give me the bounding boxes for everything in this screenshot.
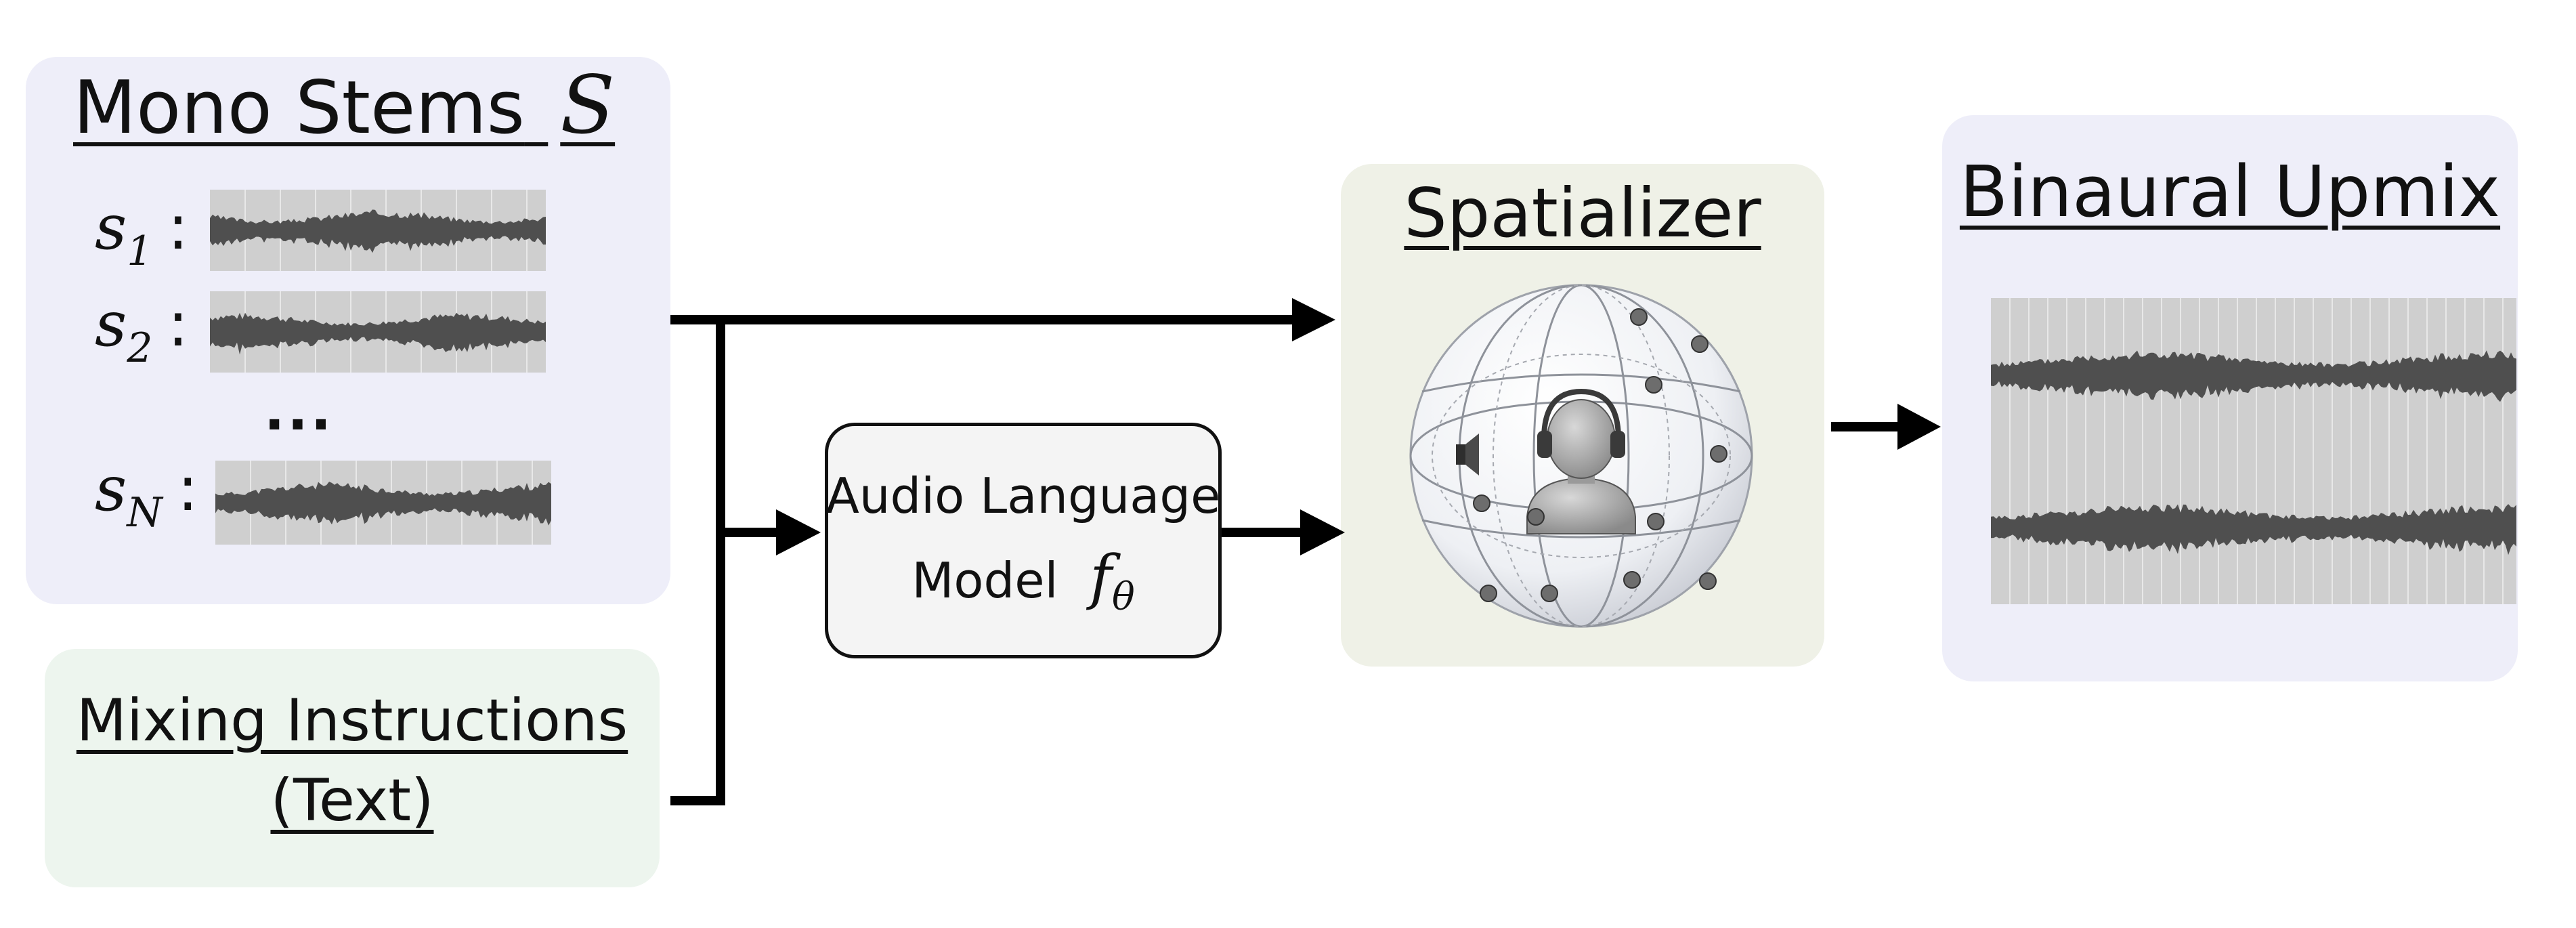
arrowhead-spatializer-bottom — [1300, 509, 1345, 555]
binaural-upmix-title: Binaural Upmix — [1959, 150, 2501, 233]
spatial-sphere — [1409, 284, 1753, 628]
stem-waveform-1 — [210, 190, 546, 271]
model-symbol: fθ — [1090, 542, 1134, 619]
stem-colon: : — [167, 288, 189, 360]
stem-var: s — [95, 288, 127, 360]
spatializer-title: Spatializer — [1404, 173, 1761, 253]
arrowhead-spatializer-top — [1292, 298, 1335, 341]
stem-colon: : — [177, 452, 198, 525]
stem-var: s — [95, 452, 127, 525]
model-symbol-theta: θ — [1111, 575, 1135, 619]
arrowhead-model — [776, 509, 821, 555]
stem-waveform-n — [215, 461, 551, 545]
stem-index: N — [127, 489, 163, 536]
stem-waveform-2 — [210, 291, 546, 373]
model-symbol-f: f — [1090, 542, 1112, 612]
mixing-instructions-panel — [45, 649, 660, 887]
stem-index: 2 — [127, 324, 153, 372]
mixing-instructions-line1: Mixing Instructions — [76, 687, 628, 755]
mono-stems-title: Mono Stems S — [73, 58, 615, 152]
audio-language-model-box — [825, 423, 1222, 658]
stem-label-1: s1: — [95, 191, 188, 275]
speaker-icon — [1456, 434, 1479, 476]
binaural-waveform — [1991, 298, 2516, 604]
stem-var: s — [95, 191, 127, 263]
mono-stems-title-text: Mono Stems — [73, 66, 525, 150]
stem-colon: : — [167, 191, 189, 263]
stem-label-2: s2: — [95, 288, 188, 372]
stem-label-n: sN: — [95, 452, 198, 536]
stems-ellipsis: ... — [264, 379, 335, 442]
model-line1: Audio Language — [825, 467, 1221, 524]
mixing-instructions-line2: (Text) — [270, 767, 434, 835]
model-line2: Model fθ — [825, 542, 1222, 619]
stem-index: 1 — [127, 228, 153, 275]
arrowhead-binaural — [1897, 404, 1941, 450]
model-label: Model — [911, 552, 1058, 609]
mono-stems-symbol: S — [560, 58, 616, 152]
